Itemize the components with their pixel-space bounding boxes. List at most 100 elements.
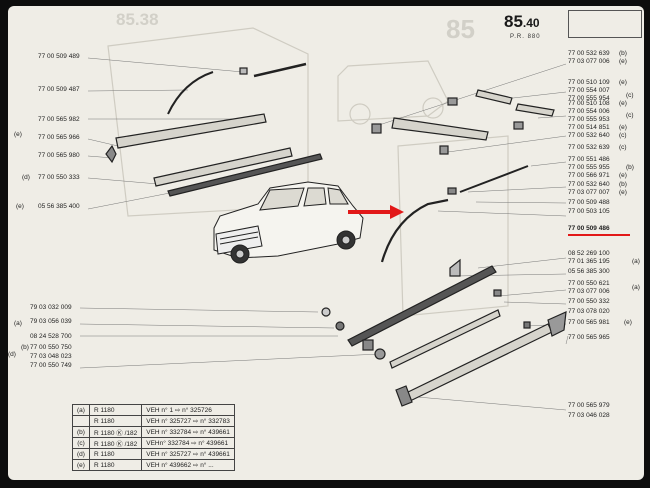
group-marker: (a) — [14, 320, 22, 327]
model-applicability-table: (a) R 1180 VEH n° 1 ⇨ n° 325726 R 1180 V… — [72, 404, 235, 471]
part-number-label: 77 00 555 955 — [568, 164, 610, 171]
part-number-label: 77 00 510 109 — [568, 79, 610, 86]
catalog-page: 85.38 85 85.40 P.R. 880 — [8, 6, 644, 480]
group-cell: (c) — [72, 437, 90, 449]
group-cell: (e) — [72, 459, 90, 471]
group-marker: (b) — [21, 344, 29, 351]
part-number-label: 77 00 565 980 — [38, 152, 80, 159]
part-number-label: 77 00 554 006 — [568, 108, 610, 115]
model-cell: R 1180 Ⓚ /182 — [88, 426, 143, 438]
group-marker: (d) — [22, 174, 30, 181]
part-number-label: 77 01 365 195 — [568, 258, 610, 265]
group-marker: (e) — [14, 131, 22, 138]
group-marker: (e) — [619, 58, 627, 65]
badge-part — [475, 89, 513, 105]
end-cap-part — [547, 311, 567, 337]
group-marker: (e) — [619, 100, 627, 107]
part-number-label: 77 03 077 007 — [568, 189, 610, 196]
table-row: (d) R 1180 VEH n° 325727 ⇨ n° 439661 — [72, 448, 235, 460]
group-marker: (e) — [619, 124, 627, 131]
screw-part — [321, 307, 331, 317]
car-illustration — [213, 181, 364, 264]
table-row: (c) R 1180 Ⓚ /182 VEHn° 332784 ⇨ n° 4396… — [72, 437, 235, 449]
part-number-label: 77 00 509 488 — [568, 199, 610, 206]
door-sill-strip-part — [347, 265, 497, 347]
part-number-label: 77 00 551 486 — [568, 156, 610, 163]
clip-part — [447, 97, 458, 106]
group-marker: (a) — [632, 258, 640, 265]
part-number-label: 77 00 550 621 — [568, 280, 610, 287]
red-arrow-indicator — [348, 205, 404, 219]
part-number-label: 77 00 565 966 — [38, 134, 80, 141]
part-number-label: 77 00 532 640 — [568, 132, 610, 139]
red-underline — [568, 234, 630, 236]
range-cell: VEH n° 332784 ⇨ n° 439661 — [141, 426, 235, 438]
sill-strip-part — [167, 153, 323, 197]
model-cell: R 1180 Ⓚ /182 — [88, 437, 143, 449]
part-number-label: 77 00 550 333 — [38, 174, 80, 181]
model-cell: R 1180 — [88, 404, 143, 416]
moulding-part — [115, 113, 267, 149]
group-marker: (e) — [619, 172, 627, 179]
exploded-diagram — [79, 27, 569, 411]
model-cell: R 1180 — [88, 415, 143, 427]
part-number-label: 77 03 048 023 — [30, 353, 72, 360]
part-number-label: 08 52 269 100 — [568, 250, 610, 257]
group-marker: (c) — [619, 144, 627, 151]
clip-part — [447, 187, 457, 195]
group-cell — [72, 415, 90, 427]
trim-strip-part — [459, 165, 529, 193]
table-row: (a) R 1180 VEH n° 1 ⇨ n° 325726 — [72, 404, 235, 416]
window-rod-part — [167, 71, 214, 115]
table-row: R 1180 VEH n° 325727 ⇨ n° 332783 — [72, 415, 235, 427]
part-number-label: 77 00 555 953 — [568, 116, 610, 123]
part-number-label: 77 00 550 750 — [30, 344, 72, 351]
table-row: (e) R 1180 VEH n° 439662 ⇨ n° ... — [72, 459, 235, 471]
group-marker: (e) — [624, 319, 632, 326]
part-number-label: 77 00 514 851 — [568, 124, 610, 131]
part-number-label: 77 03 078 020 — [568, 308, 610, 315]
part-drawings — [105, 62, 323, 197]
range-cell: VEH n° 439662 ⇨ n° ... — [141, 459, 235, 471]
gutter-moulding-part — [391, 117, 489, 141]
model-cell: R 1180 — [88, 448, 143, 460]
cap-part — [362, 339, 374, 351]
part-number-label: 77 00 554 007 — [568, 87, 610, 94]
part-number-label: 08 24 528 700 — [30, 333, 72, 340]
group-marker: (c) — [626, 92, 634, 99]
page-number: 85.40 — [504, 12, 540, 31]
part-number-label: 77 00 509 489 — [38, 53, 80, 60]
model-cell: R 1180 — [88, 459, 143, 471]
clip-part — [239, 67, 248, 75]
group-marker: (c) — [626, 112, 634, 119]
range-cell: VEH n° 325727 ⇨ n° 439661 — [141, 448, 235, 460]
group-marker: (c) — [619, 132, 627, 139]
moulding-part — [403, 323, 553, 403]
part-number-label: 77 00 550 332 — [568, 298, 610, 305]
ghost-drawing — [107, 27, 509, 317]
part-number-label: 79 03 032 009 — [30, 304, 72, 311]
range-cell: VEHn° 332784 ⇨ n° 439661 — [141, 437, 235, 449]
part-number-label: 77 00 565 982 — [38, 116, 80, 123]
part-number-label: 77 00 565 981 — [568, 319, 610, 326]
end-cap-part — [395, 385, 413, 407]
background-heading: 85 — [446, 14, 475, 44]
trim-strip-part — [253, 62, 307, 78]
clip-part — [493, 289, 502, 297]
corner-piece-part — [371, 123, 382, 134]
part-number-label: 77 00 510 108 — [568, 100, 610, 107]
clip-part — [523, 321, 531, 329]
part-number-label: 77 00 532 640 — [568, 181, 610, 188]
part-number-label: 05 56 385 300 — [568, 268, 610, 275]
part-number-label: 05 56 385 400 — [38, 203, 80, 210]
part-number-label: 79 03 056 039 — [30, 318, 72, 325]
moulding-part — [153, 147, 293, 187]
group-cell: (a) — [72, 404, 90, 416]
end-cap-part — [105, 144, 117, 164]
group-marker: (b) — [626, 164, 634, 171]
part-number-label: 77 00 565 979 — [568, 402, 610, 409]
window-rod-part — [380, 198, 449, 263]
background-heading: 85.38 — [116, 10, 159, 29]
group-marker: (e) — [619, 189, 627, 196]
highlighted-part-number: 77 00 509 486 — [568, 225, 610, 232]
